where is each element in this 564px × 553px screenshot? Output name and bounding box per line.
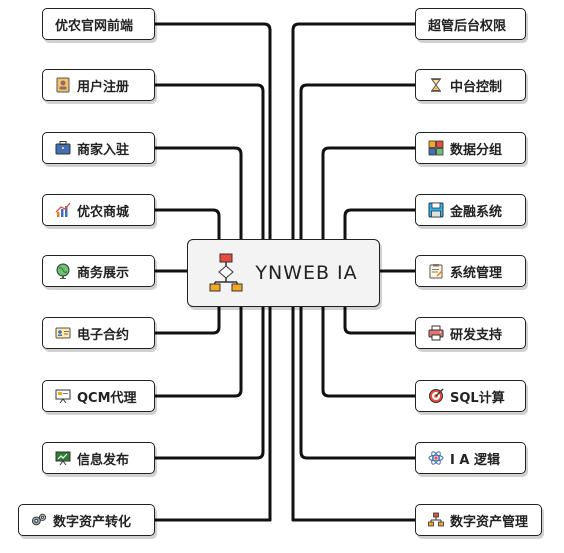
connector-right-4: [343, 208, 417, 241]
node-label: 系统管理: [450, 265, 503, 281]
flowchart-icon: [209, 253, 243, 292]
node-label: 金融系统: [450, 204, 503, 220]
node-left-7[interactable]: QCM代理: [42, 380, 155, 412]
user-card-icon: [55, 77, 71, 93]
node-label: 优农官网前端: [55, 18, 134, 34]
center-title: YNWEB IA: [255, 262, 358, 284]
grid-icon: [428, 140, 444, 156]
node-left-2[interactable]: 用户注册: [42, 69, 155, 101]
bar-chart-icon: [55, 202, 71, 218]
node-right-7[interactable]: SQL计算: [415, 380, 526, 412]
atom-icon: [428, 450, 444, 466]
presentation-icon: [55, 388, 71, 404]
target-icon: [428, 388, 444, 404]
node-right-8[interactable]: I A 逻辑: [415, 442, 526, 474]
hourglass-icon: [428, 77, 444, 93]
node-label: 数字资产管理: [450, 514, 529, 530]
id-card-icon: [55, 325, 71, 341]
node-label: 数据分组: [450, 142, 503, 158]
connector-right-8: [299, 305, 417, 460]
node-right-2[interactable]: 中台控制: [415, 69, 526, 101]
clipboard-icon: [428, 263, 444, 279]
node-label: 中台控制: [450, 79, 503, 95]
node-left-5[interactable]: 商务展示: [42, 255, 155, 287]
node-label: 研发支持: [450, 327, 503, 343]
node-label: I A 逻辑: [450, 452, 500, 468]
connector-left-3: [153, 146, 243, 241]
node-right-5[interactable]: 系统管理: [415, 255, 526, 287]
screen-icon: [55, 450, 71, 466]
node-left-6[interactable]: 电子合约: [42, 317, 155, 349]
node-label: 商务展示: [77, 265, 130, 281]
node-right-6[interactable]: 研发支持: [415, 317, 526, 349]
connector-left-4: [153, 208, 221, 241]
printer-icon: [428, 325, 444, 341]
node-label: QCM代理: [77, 390, 137, 406]
node-left-8[interactable]: 信息发布: [42, 442, 155, 474]
node-left-3[interactable]: 商家入驻: [42, 132, 155, 164]
hierarchy-icon: [428, 512, 444, 528]
node-label: 数字资产转化: [53, 514, 132, 530]
center-node[interactable]: YNWEB IA: [187, 239, 380, 307]
node-right-9[interactable]: 数字资产管理: [415, 504, 542, 536]
connector-left-8: [153, 305, 265, 460]
connector-right-2: [299, 83, 417, 241]
connector-right-1: [291, 22, 417, 522]
gears-icon: [31, 512, 47, 528]
node-label: 电子合约: [77, 327, 130, 343]
globe-icon: [55, 263, 71, 279]
connector-left-7: [153, 305, 243, 398]
node-label: SQL计算: [450, 390, 505, 406]
node-label: 信息发布: [77, 452, 130, 468]
node-label: 超管后台权限: [428, 18, 507, 34]
connector-left-2: [153, 83, 265, 241]
connector-left-1: [153, 22, 272, 522]
briefcase-icon: [55, 140, 71, 156]
node-right-3[interactable]: 数据分组: [415, 132, 526, 164]
connector-right-6: [343, 305, 417, 335]
connector-left-6: [153, 305, 221, 335]
connector-right-3: [321, 146, 417, 241]
node-label: 商家入驻: [77, 142, 130, 158]
node-label: 优农商城: [77, 204, 130, 220]
node-label: 用户注册: [77, 79, 130, 95]
node-right-1[interactable]: 超管后台权限: [415, 8, 526, 40]
connector-right-7: [321, 305, 417, 398]
node-left-9[interactable]: 数字资产转化: [18, 504, 155, 536]
floppy-icon: [428, 202, 444, 218]
node-left-1[interactable]: 优农官网前端: [42, 8, 155, 40]
node-right-4[interactable]: 金融系统: [415, 194, 526, 226]
node-left-4[interactable]: 优农商城: [42, 194, 155, 226]
